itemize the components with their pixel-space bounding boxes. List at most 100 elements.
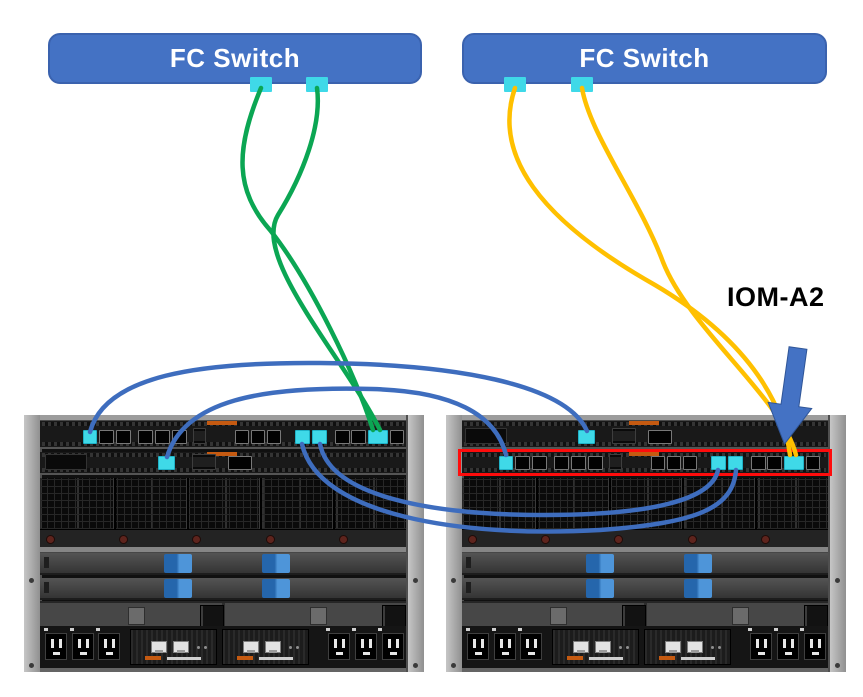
rail-screw [413, 663, 418, 668]
fc-switch-1-label: FC Switch [169, 43, 301, 73]
fan-band [40, 529, 406, 548]
status-led [204, 646, 207, 649]
sled-blank-1 [462, 553, 828, 575]
rj45-port [243, 641, 259, 653]
rj45-port [173, 641, 189, 653]
sled-handle-blue [586, 554, 614, 573]
psu-socket [750, 633, 772, 660]
fan-band [462, 529, 828, 548]
chassis-1-iom-a1-row [40, 421, 406, 449]
qsfp-port-highlighted [578, 430, 595, 444]
latch-button [550, 607, 567, 625]
fc-switch-2: FC Switch [462, 33, 827, 84]
fan-divider [186, 478, 189, 547]
orange-indicator [567, 656, 583, 660]
row-texture [42, 468, 404, 472]
qsfp-port [138, 430, 153, 444]
cable-mgmt-block [465, 428, 507, 444]
status-led [626, 646, 629, 649]
rj45-port [151, 641, 167, 653]
status-led [711, 646, 714, 649]
psu-socket [494, 633, 516, 660]
rj45-port [665, 641, 681, 653]
divider-strip [40, 547, 406, 553]
cable-fc-switch-1-link-1 [240, 85, 376, 433]
sled-handle-blue [262, 554, 290, 573]
psu-band [462, 626, 828, 668]
white-indicator [589, 657, 623, 660]
chassis-2-iom-a1-row [462, 421, 828, 449]
fan-screw [265, 535, 275, 544]
white-indicator [167, 657, 201, 660]
mgmt-module [644, 629, 731, 665]
fc-switch-2-port-1 [504, 77, 526, 92]
psu-indicator-marks [748, 628, 826, 631]
latch-button [732, 607, 749, 625]
sled-handle-blue [164, 554, 192, 573]
chassis-1-iom-a2-row [40, 452, 406, 475]
psu-socket [467, 633, 489, 660]
orange-indicator [145, 656, 161, 660]
fan-divider [259, 478, 262, 547]
rail-screw [451, 578, 456, 583]
mgmt-module [552, 629, 639, 665]
qsfp-port [267, 430, 281, 444]
sled-handle-blue [164, 579, 192, 598]
release-handle [629, 421, 659, 425]
mgmt-module [222, 629, 309, 665]
latch [804, 605, 828, 627]
fan-mesh [40, 478, 406, 529]
chassis-bottom-strip [462, 668, 828, 672]
iom-a2-highlight-box [458, 449, 832, 476]
side-rail-right [828, 415, 846, 672]
rail-screw [835, 578, 840, 583]
psu-indicator-marks [466, 628, 544, 631]
chassis-1 [24, 415, 424, 672]
latch-button [128, 607, 145, 625]
white-indicator [259, 657, 293, 660]
status-panel [192, 454, 216, 470]
rj45-port [573, 641, 589, 653]
psu-socket [72, 633, 94, 660]
qsfp-port [390, 430, 404, 444]
latch-row [40, 601, 406, 628]
latch-button [310, 607, 327, 625]
fc-switch-2-port-2 [571, 77, 593, 92]
sled-handle-blue [684, 554, 712, 573]
qsfp-port [351, 430, 366, 444]
latch [622, 605, 646, 627]
qsfp-port-highlighted [83, 430, 97, 444]
fan-divider [754, 478, 757, 547]
fan-screw [468, 535, 477, 544]
fc-switch-1-port-2 [306, 77, 328, 92]
psu-socket [45, 633, 67, 660]
status-led [296, 646, 299, 649]
latch-row [462, 601, 828, 628]
cable-fc-switch-2-link-1 [507, 85, 793, 458]
fan-screw [119, 535, 129, 544]
side-rail-right [406, 415, 424, 672]
rail-screw [413, 578, 418, 583]
fc-switch-1: FC Switch [48, 33, 422, 84]
qsfp-port [806, 456, 820, 470]
iom-a2-label: IOM-A2 [727, 282, 825, 312]
psu-indicator-marks [44, 628, 122, 631]
rail-screw [29, 663, 34, 668]
qsfp-port [116, 430, 131, 444]
fan-divider [113, 478, 116, 547]
sled-handle-blue [684, 579, 712, 598]
mgmt-module [130, 629, 217, 665]
status-led [718, 646, 721, 649]
psu-socket [777, 633, 799, 660]
rj45-port [265, 641, 281, 653]
status-led [619, 646, 622, 649]
qsfp-port-highlighted [158, 456, 175, 470]
rail-screw [835, 663, 840, 668]
psu-socket [355, 633, 377, 660]
divider-strip [462, 547, 828, 553]
rj45-port [687, 641, 703, 653]
fan-screw [760, 535, 770, 544]
fan-screw [687, 535, 697, 544]
status-panel [612, 428, 636, 444]
status-led [197, 646, 200, 649]
